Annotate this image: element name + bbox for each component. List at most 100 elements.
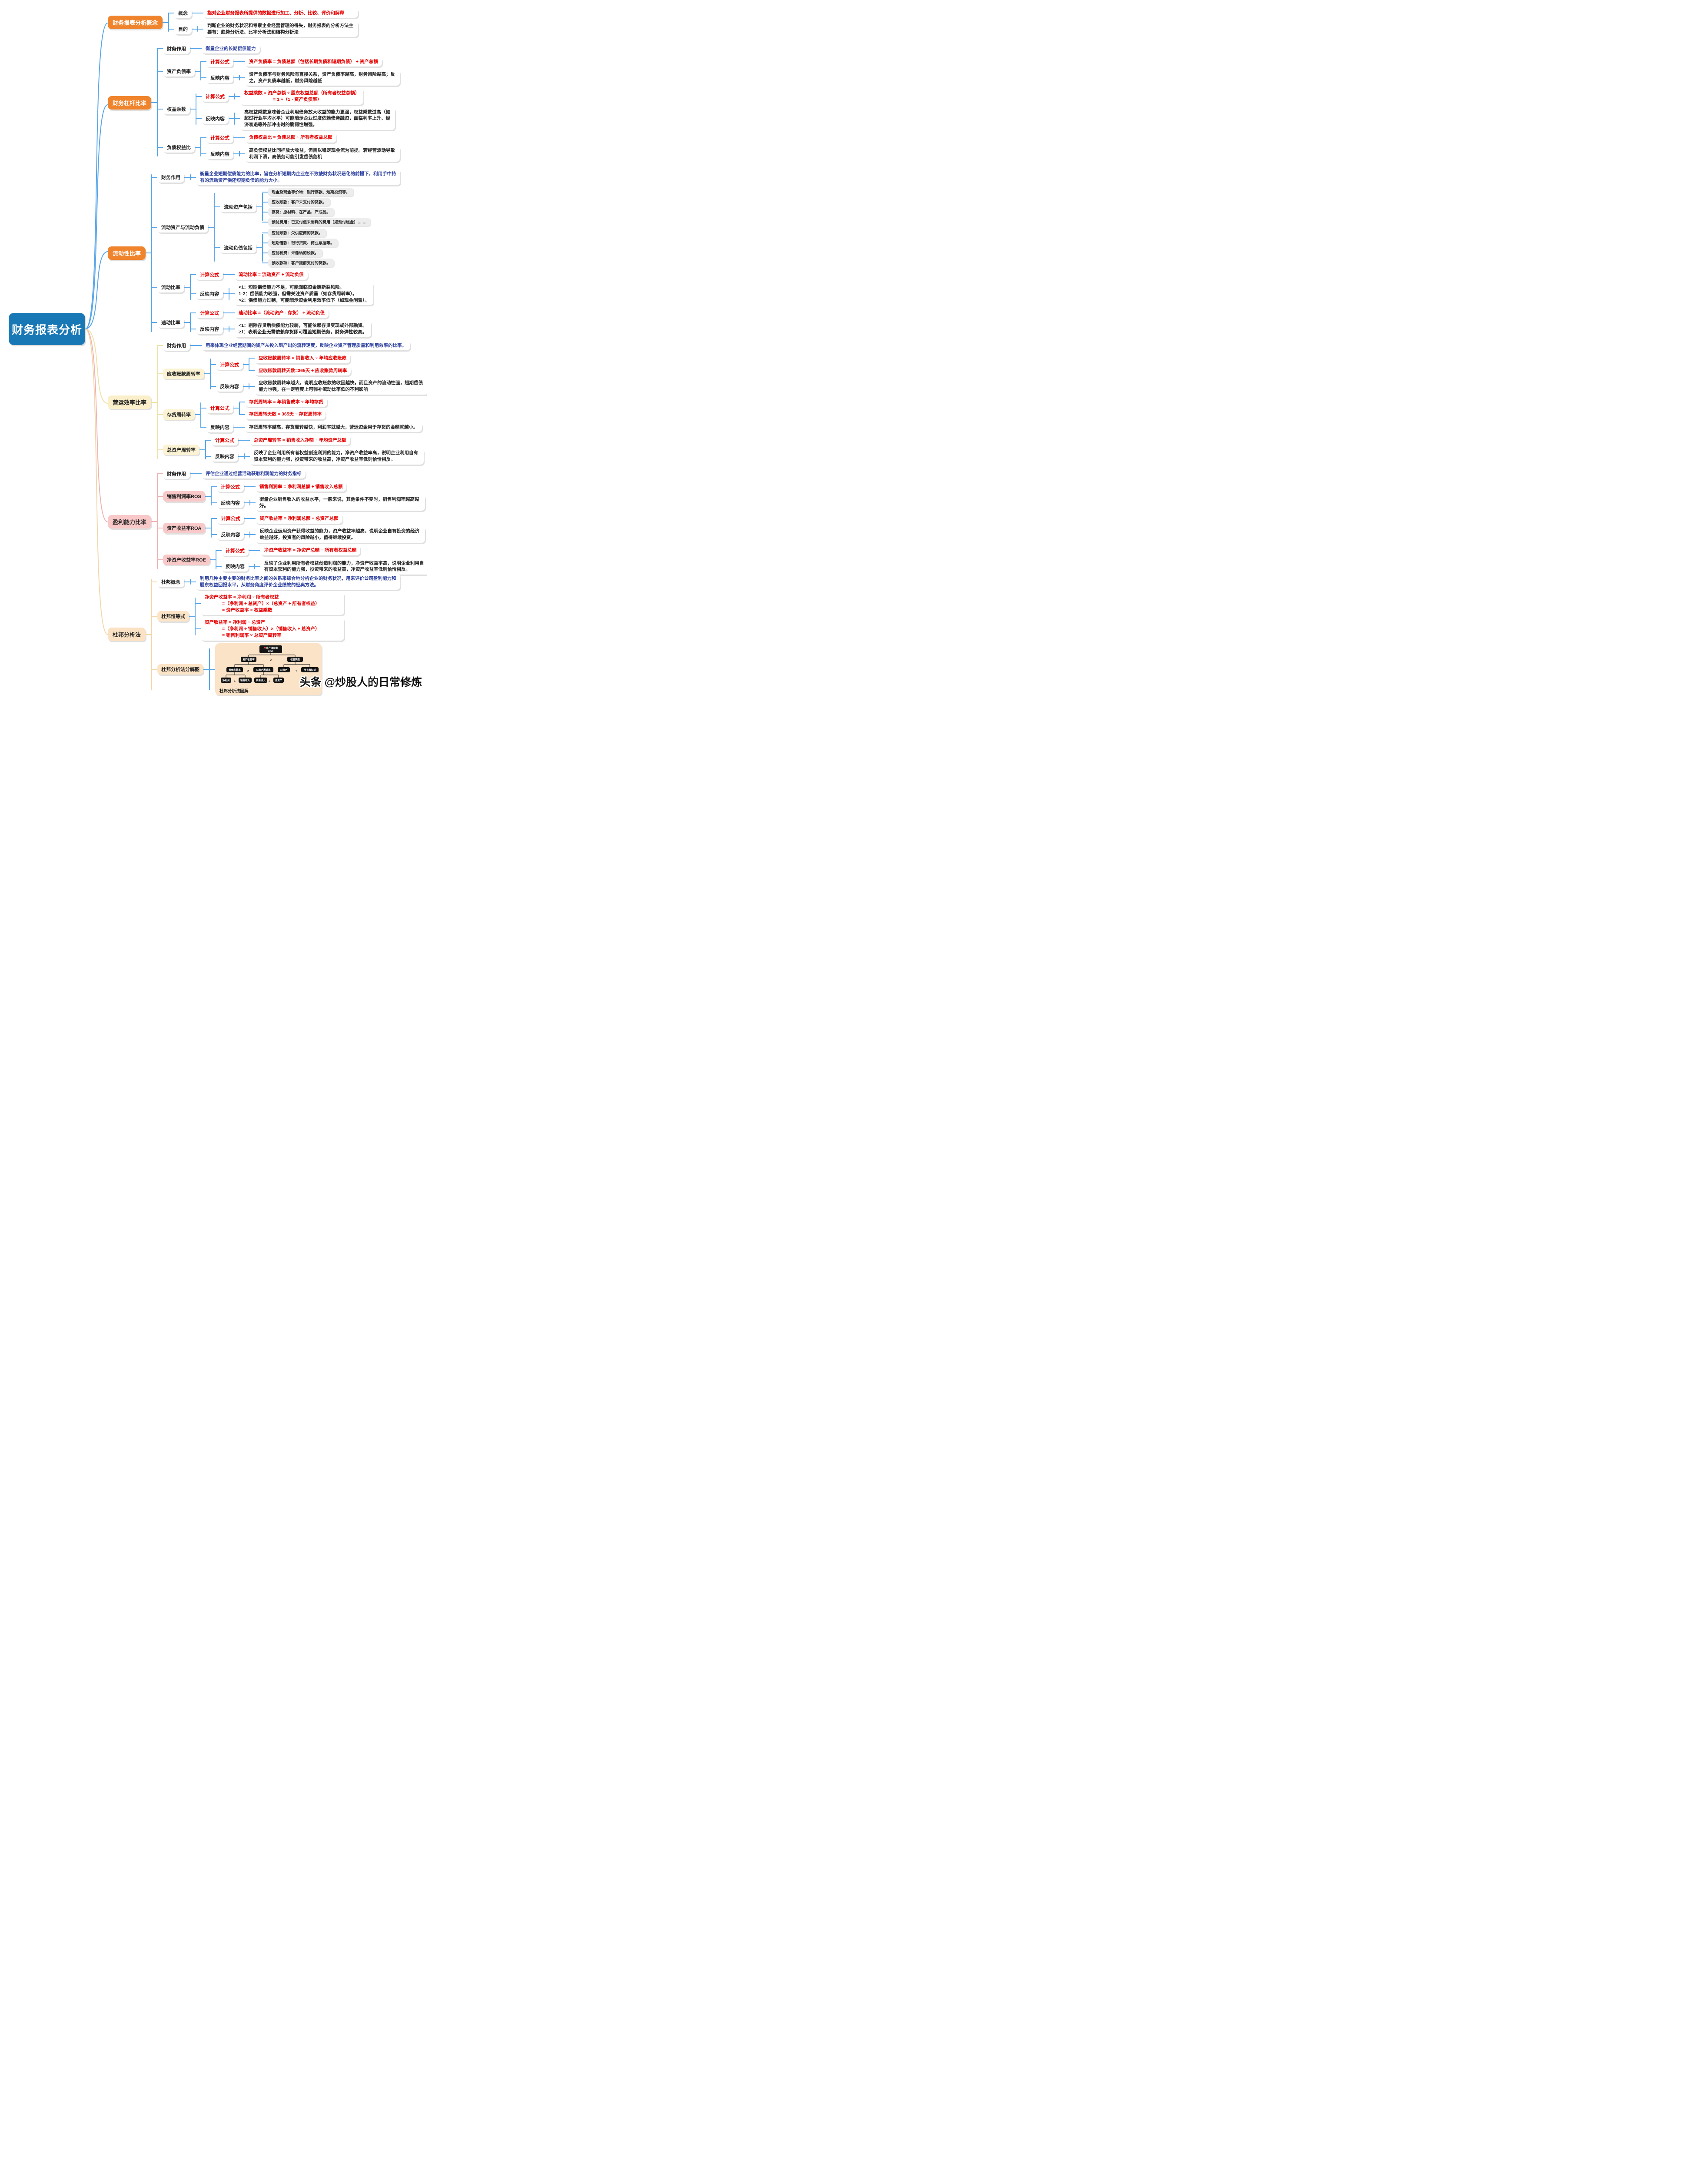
- reflect-label[interactable]: 反映内容: [221, 561, 249, 572]
- reflect-label[interactable]: 反映内容: [206, 422, 234, 433]
- metric-label[interactable]: 流动比率: [157, 282, 185, 293]
- formula-label[interactable]: 计算公式: [206, 56, 234, 67]
- metric-label[interactable]: 销售利润率ROS: [163, 491, 205, 502]
- reflect-box[interactable]: 反映企业运用资产获得收益的能力，资产收益率越高，说明企业自有投资的经济效益越好，…: [256, 526, 425, 543]
- formula-box[interactable]: 资产负债率 = 负债总额（包括长期负债和短期负债） ÷ 资产总额: [245, 56, 382, 67]
- metric-node: 存货周转率 计算公式 存货周转率 = 年销售成本 ÷ 年均存货 存货周转天数 =…: [157, 397, 427, 433]
- liability-item[interactable]: 应付税费：未缴纳的税款。: [268, 249, 322, 257]
- svg-text:净资产收益率: 净资产收益率: [264, 646, 279, 650]
- dupont-concept-text[interactable]: 利用几种主要主要的财务比率之间的关系来综合地分析企业的财务状况，用来评价公司盈利…: [196, 574, 401, 590]
- formula-box[interactable]: 负债权益比 = 负债总额 ÷ 所有者权益总额: [245, 133, 336, 143]
- role-label[interactable]: 财务作用: [163, 43, 190, 54]
- formula-box[interactable]: 应收账款周转率 = 销售收入 ÷ 年均应收账款: [255, 353, 351, 363]
- metric-label[interactable]: 负债权益比: [163, 142, 195, 153]
- formula-label[interactable]: 计算公式: [196, 269, 223, 280]
- reflect-label[interactable]: 反映内容: [202, 113, 229, 124]
- reflect-label[interactable]: 反映内容: [216, 497, 244, 508]
- metric-label[interactable]: 资产负债率: [163, 66, 195, 76]
- concept-text[interactable]: 指对企业财务报表所提供的数据进行加工、分析、比较、评价和解释: [203, 8, 359, 18]
- group-label[interactable]: 流动资产与流动负债: [157, 222, 209, 233]
- metric-label[interactable]: 总资产周转率: [163, 444, 200, 455]
- role-label[interactable]: 财务作用: [163, 340, 190, 351]
- reflect-box[interactable]: 存货周转率越高，存货周转越快，利润率就越大，营运资金用于存货的金额就越小。: [245, 422, 422, 432]
- liabilities-label[interactable]: 流动负债包括: [220, 243, 257, 253]
- formula-box[interactable]: 存货周转率 = 年销售成本 ÷ 年均存货: [245, 397, 327, 407]
- reflect-box[interactable]: 资产负债率与财务风险有直接关系，资产负债率越高，财务风险越高；反之，资产负债率越…: [245, 70, 400, 86]
- branch-liquidity-label[interactable]: 流动性比率: [108, 246, 146, 260]
- reflect-box[interactable]: 高负债权益比同样放大收益，但需以稳定现金流为前提。若经营波动导致利润下滑，高债务…: [245, 145, 400, 162]
- reflect-label[interactable]: 反映内容: [206, 72, 234, 83]
- reflect-label[interactable]: 反映内容: [206, 148, 234, 159]
- formula-label[interactable]: 计算公式: [211, 435, 239, 446]
- reflect-label[interactable]: 反映内容: [196, 324, 223, 335]
- role-text[interactable]: 衡量企业的长期偿债能力: [202, 43, 260, 54]
- role-text[interactable]: 评估企业通过经营活动获取利润能力的财务指标: [202, 468, 306, 479]
- reflect-label[interactable]: 反映内容: [196, 289, 223, 299]
- reflect-box[interactable]: 反映了企业利用所有者权益创造利润的能力，净资产收益率高，说明企业利用自有资本获利…: [260, 558, 427, 575]
- formula-label[interactable]: 计算公式: [196, 308, 223, 319]
- dupont-identity-label[interactable]: 杜邦恒等式: [157, 611, 189, 622]
- concept-label[interactable]: 概念: [174, 8, 192, 18]
- assets-label[interactable]: 流动资产包括: [220, 202, 257, 213]
- formula-label[interactable]: 计算公式: [202, 91, 229, 102]
- reflect-box[interactable]: <1：短期偿债能力不足，可能面临资金链断裂风险。 1-2：偿债能力较强，但需关注…: [235, 282, 373, 306]
- liability-item[interactable]: 预收款项：客户提前支付的货款。: [268, 259, 334, 267]
- dupont-roe-formula[interactable]: 净资产收益率 = 净利润 ÷ 所有者权益 =（净利润 ÷ 总资产）×（总资产 ÷…: [201, 592, 345, 615]
- metric-label[interactable]: 速动比率: [157, 317, 185, 328]
- role-label[interactable]: 财务作用: [157, 172, 185, 183]
- branch-leverage-label[interactable]: 财务杠杆比率: [108, 96, 152, 110]
- metric-label[interactable]: 存货周转率: [163, 409, 195, 420]
- role-text[interactable]: 用来体现企业经营期间的资产从投入到产出的流转速度，反映企业资产管理质量和利用效率…: [202, 340, 411, 351]
- metric-label[interactable]: 资产收益率ROA: [163, 523, 206, 534]
- formula-box[interactable]: 权益乘数 = 资产总额 ÷ 股东权益总额（所有者权益总额） = 1 ÷（1 - …: [240, 88, 364, 105]
- reflect-box[interactable]: 反映了企业利用所有者权益创造利润的能力，净资产收益率高，说明企业利用自有资本获利…: [250, 448, 424, 465]
- metric-label[interactable]: 权益乘数: [163, 104, 190, 115]
- reflect-box[interactable]: <1：剔除存货后偿债能力较弱，可能依赖存货变现或外部融资。 ≥1：表明企业无需依…: [235, 321, 371, 337]
- metric-label[interactable]: 应收账款周转率: [163, 369, 205, 379]
- formula-box[interactable]: 流动比率 = 流动资产 ÷ 流动负债: [235, 270, 308, 280]
- formula-node: 计算公式 资产负债率 = 负债总额（包括长期负债和短期负债） ÷ 资产总额: [200, 56, 400, 67]
- reflect-label[interactable]: 反映内容: [217, 529, 244, 540]
- reflect-label[interactable]: 反映内容: [216, 381, 243, 392]
- dupont-np-box: 净利润: [223, 678, 230, 682]
- role-label[interactable]: 财务作用: [163, 468, 190, 479]
- formula-box[interactable]: 资产收益率 = 净利润总额 ÷ 总资产总额: [256, 514, 342, 524]
- branch-profitability-label[interactable]: 盈利能力比率: [108, 515, 152, 528]
- formula-label[interactable]: 计算公式: [216, 359, 243, 370]
- metric-label[interactable]: 净资产收益率ROE: [163, 555, 210, 565]
- asset-item[interactable]: 预付费用：已支付但未消耗的费用（如预付租金）… …: [268, 218, 370, 226]
- dupont-diagram-label[interactable]: 杜邦分析法分解图: [157, 664, 204, 674]
- formula-box[interactable]: 销售利润率 = 净利润总额 ÷ 销售收入总额: [255, 482, 347, 492]
- reflect-box[interactable]: 应收账款周转率越大，说明应收账款的收回越快，而且资产的流动性强，短期偿债能力也强…: [255, 378, 427, 395]
- dupont-concept-label[interactable]: 杜邦概念: [157, 576, 185, 587]
- reflect-box[interactable]: 高权益乘数意味着企业利用债务放大收益的能力更强，权益乘数过高（如超过行业平均水平…: [240, 107, 395, 130]
- branch-concept-label[interactable]: 财务报表分析概念: [108, 16, 163, 30]
- role-text[interactable]: 衡量企业短期偿债能力的比率，旨在分析短期内企业在不致使财务状况恶化的前提下，利用…: [196, 169, 401, 186]
- branch-efficiency-label[interactable]: 营运效率比率: [108, 395, 152, 409]
- dupont-ta-box: 总资产: [280, 668, 288, 671]
- root-node[interactable]: 财务报表分析: [9, 313, 85, 345]
- formula-box[interactable]: 净资产收益率 = 净资产总额 ÷ 所有者权益总额: [260, 545, 361, 556]
- dupont-roa-formula[interactable]: 资产收益率 = 净利润 ÷ 总资产 =（净利润 ÷ 销售收入）×（销售收入 ÷ …: [201, 618, 345, 641]
- reflect-box[interactable]: 衡量企业销售收入的收益水平，一般来说，其他条件不变时，销售利润率越高越好。: [255, 495, 425, 511]
- formula-label[interactable]: 计算公式: [206, 403, 234, 414]
- formula-box[interactable]: 应收账款周转天数=365天 ÷ 应收账款周转率: [255, 365, 351, 376]
- asset-item[interactable]: 应收账款：客户未支付的货款。: [268, 198, 330, 206]
- branch-dupont-label[interactable]: 杜邦分析法: [108, 628, 146, 641]
- purpose-text[interactable]: 判断企业的财务状况和考察企业经营管理的得失，财务报表的分析方法主要有：趋势分析法…: [203, 21, 359, 37]
- formula-box[interactable]: 速动比率 =（流动资产 - 存货） ÷ 流动负债: [235, 308, 329, 318]
- formula-box[interactable]: 存货周转天数 = 365天 ÷ 存货周转率: [245, 409, 326, 420]
- liability-item[interactable]: 短期借款：银行贷款、商业票据等。: [268, 239, 338, 247]
- formula-label[interactable]: 计算公式: [206, 132, 234, 143]
- formula-box[interactable]: 总资产周转率 = 销售收入净额 ÷ 年均资产总额: [250, 435, 350, 445]
- reflect-node: 反映内容 反映了企业利用所有者权益创造利润的能力，净资产收益率高，说明企业利用自…: [205, 448, 424, 465]
- formula-label[interactable]: 计算公式: [216, 482, 244, 492]
- purpose-label[interactable]: 目的: [174, 23, 192, 34]
- formula-label[interactable]: 计算公式: [221, 545, 249, 556]
- liability-item[interactable]: 应付账款：欠供应商的货款。: [268, 229, 326, 237]
- asset-item[interactable]: 现金及现金等价物：银行存款、短期投资等。: [268, 188, 354, 196]
- reflect-label[interactable]: 反映内容: [211, 451, 239, 462]
- role-node: 财务作用 衡量企业的长期偿债能力: [157, 43, 400, 54]
- formula-label[interactable]: 计算公式: [217, 513, 244, 524]
- asset-item[interactable]: 存货：原材料、在产品、产成品。: [268, 208, 334, 216]
